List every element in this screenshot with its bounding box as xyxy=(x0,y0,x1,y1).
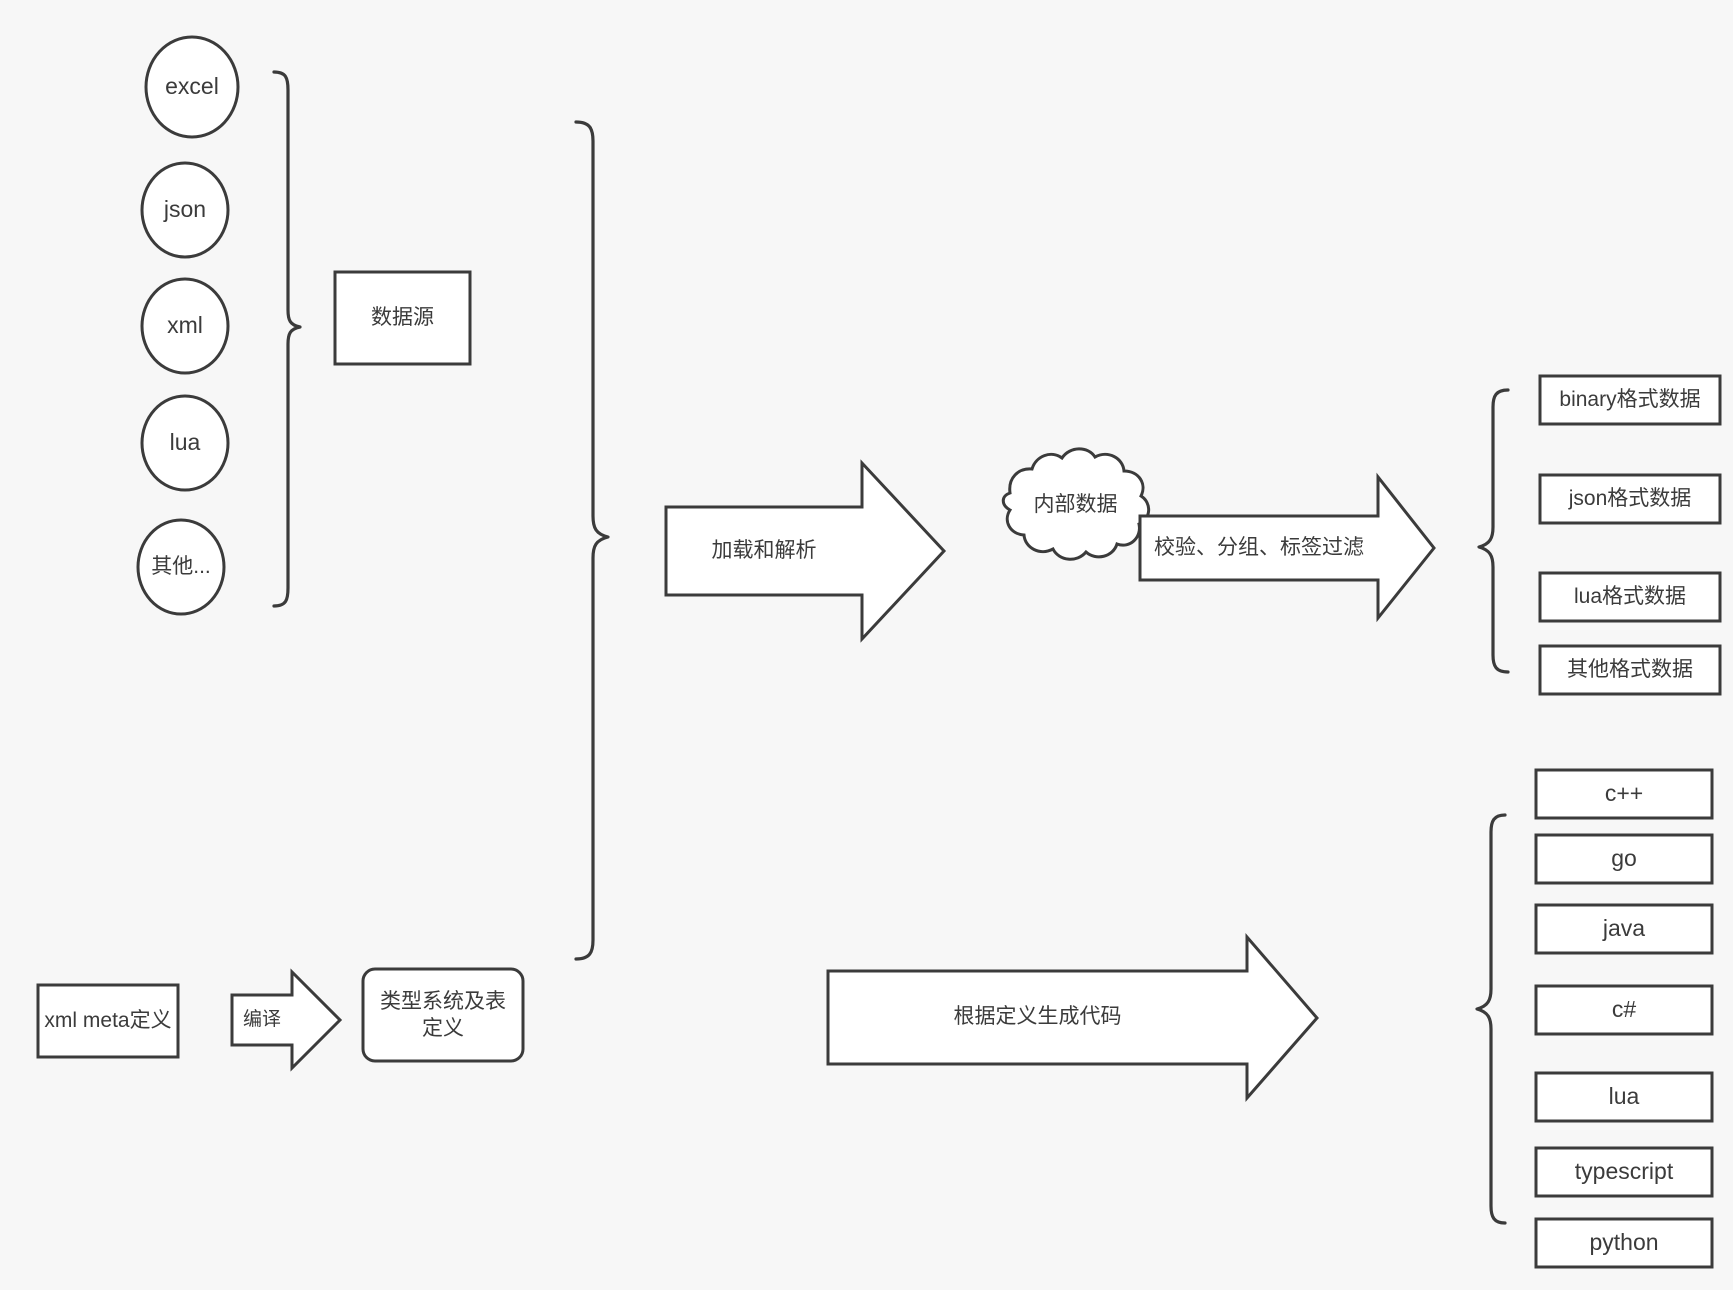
pipeline-brace xyxy=(574,120,610,961)
output-format-box-3[interactable] xyxy=(1538,644,1722,696)
data-source-box[interactable] xyxy=(333,270,472,366)
output-language-box-5[interactable] xyxy=(1534,1146,1714,1198)
type-system-box[interactable] xyxy=(361,967,525,1063)
sources-brace xyxy=(272,70,302,608)
output-format-box-0[interactable] xyxy=(1538,374,1722,426)
xml-meta-box[interactable] xyxy=(36,983,180,1059)
output-language-box-3[interactable] xyxy=(1534,984,1714,1036)
output-language-box-2[interactable] xyxy=(1534,903,1714,955)
source-node-lua[interactable] xyxy=(140,394,230,492)
data-formats-brace xyxy=(1477,388,1510,674)
validate-filter-arrow[interactable] xyxy=(1138,472,1436,623)
source-node-json[interactable] xyxy=(140,161,230,259)
compile-arrow[interactable] xyxy=(230,968,343,1072)
source-node-other[interactable] xyxy=(136,518,226,616)
output-language-box-1[interactable] xyxy=(1534,833,1714,885)
load-parse-arrow[interactable] xyxy=(664,459,947,643)
output-language-box-6[interactable] xyxy=(1534,1217,1714,1269)
output-language-box-0[interactable] xyxy=(1534,768,1714,820)
output-language-box-4[interactable] xyxy=(1534,1071,1714,1123)
codegen-arrow[interactable] xyxy=(826,932,1319,1102)
output-format-box-1[interactable] xyxy=(1538,473,1722,525)
languages-brace xyxy=(1475,813,1507,1225)
source-node-xml[interactable] xyxy=(140,277,230,375)
output-format-box-2[interactable] xyxy=(1538,571,1722,623)
source-node-excel[interactable] xyxy=(144,35,240,139)
internal-data-cloud[interactable] xyxy=(1001,447,1151,561)
